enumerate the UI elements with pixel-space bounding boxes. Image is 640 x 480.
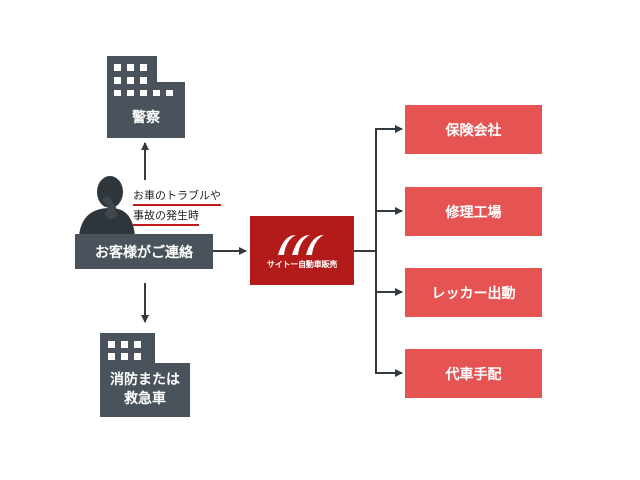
destination-rental: 代車手配 [405,349,542,398]
company-logo-icon [278,235,324,255]
destination-label: 代車手配 [445,366,502,383]
police-box: 警察 [107,96,185,138]
trouble-line1: お車のトラブルや [133,188,221,206]
destination-label: 保険会社 [445,122,502,139]
fire-box: 消防または 救急車 [100,363,190,417]
trouble-line2: 事故の発生時 [133,208,199,226]
destination-label: 修理工場 [445,204,502,221]
destination-tow: レッカー出動 [405,268,542,317]
trouble-caption: お車のトラブルや 事故の発生時 [133,186,243,226]
customer-contact-box: お客様がご連絡 [75,234,213,269]
fire-building-icon [100,333,190,365]
destination-repair: 修理工場 [405,187,542,236]
destination-insurance: 保険会社 [405,105,542,154]
company-name: サイトー自動車販売 [266,260,338,269]
fire-label-line2: 救急車 [124,391,166,407]
customer-label: お客様がご連絡 [95,244,193,261]
destination-label: レッカー出動 [431,285,516,302]
company-box: サイトー自動車販売 [250,216,354,285]
police-label: 警察 [132,110,160,126]
police-building-icon [107,56,185,98]
fire-label-line1: 消防または [110,372,180,388]
person-phone-icon [79,176,135,236]
